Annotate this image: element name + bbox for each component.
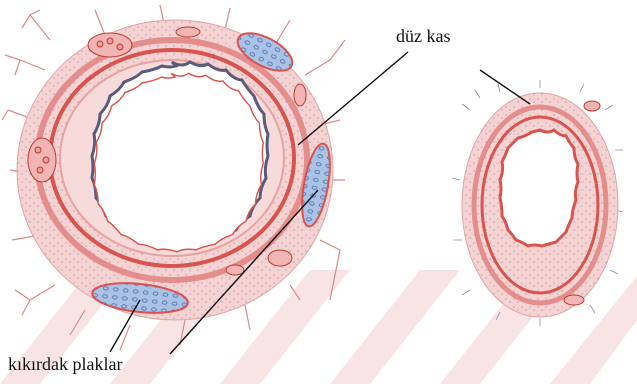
leader-smooth-left [298,52,408,145]
leader-smooth-right [480,70,530,104]
label-smooth-muscle: düz kas [396,26,450,47]
label-cartilage-plates: kıkırdak plaklar [8,354,122,375]
small-airway-section [452,80,623,326]
